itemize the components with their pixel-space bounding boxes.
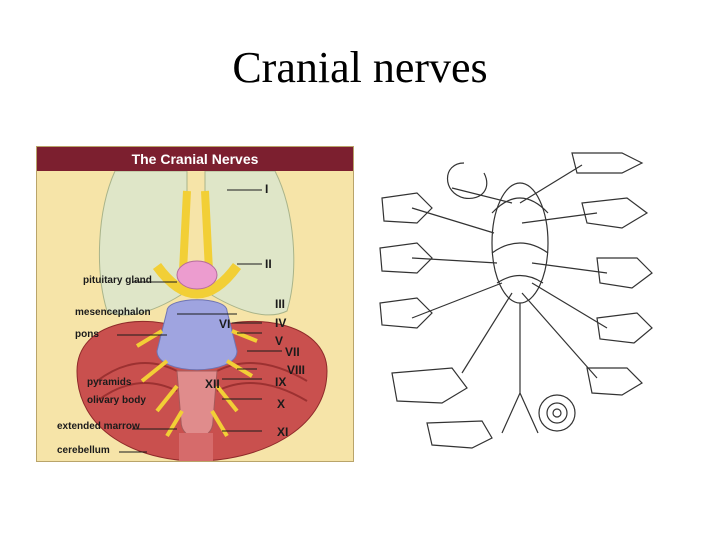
- nerve-label-viii: VIII: [287, 363, 306, 377]
- nerve-label-ii: II: [265, 257, 272, 271]
- right-hemisphere: [204, 171, 295, 316]
- left-hemisphere: [98, 171, 188, 316]
- label-extended-marrow: extended marrow: [57, 421, 140, 432]
- label-pituitary-gland: pituitary gland: [83, 275, 152, 286]
- nerve-label-iii: III: [275, 297, 286, 311]
- label-pons: pons: [75, 329, 99, 340]
- pons-shape: [156, 299, 238, 371]
- cranial-nerves-diagram: The Cranial Nerves: [36, 146, 354, 462]
- nerve-label-xii: XII: [205, 377, 220, 391]
- nerve-label-vi: VI: [219, 317, 231, 331]
- label-cerebellum: cerebellum: [57, 445, 110, 456]
- diagram-header: The Cranial Nerves: [37, 147, 353, 171]
- label-pyramids: pyramids: [87, 377, 132, 388]
- cochlea-sketch: [538, 394, 576, 432]
- nerve-label-i: I: [265, 182, 269, 196]
- animal-head-sketches: [379, 152, 653, 449]
- label-olivary-body: olivary body: [87, 395, 146, 406]
- nerve-label-v: V: [275, 334, 284, 348]
- radiating-nerve-lines: [411, 164, 608, 379]
- nerve-label-iv: IV: [275, 316, 287, 330]
- brain-illustration: [76, 171, 328, 461]
- pituitary-shape: [176, 260, 218, 290]
- slide-title: Cranial nerves: [232, 43, 488, 92]
- nerve-label-xi: XI: [277, 425, 289, 439]
- nerve-label-vii: VII: [285, 345, 300, 359]
- nerve-label-x: X: [277, 397, 286, 411]
- nerve-label-ix: IX: [275, 375, 287, 389]
- cranial-nerve-line-drawing: [379, 152, 653, 449]
- label-mesencephalon: mesencephalon: [75, 307, 151, 318]
